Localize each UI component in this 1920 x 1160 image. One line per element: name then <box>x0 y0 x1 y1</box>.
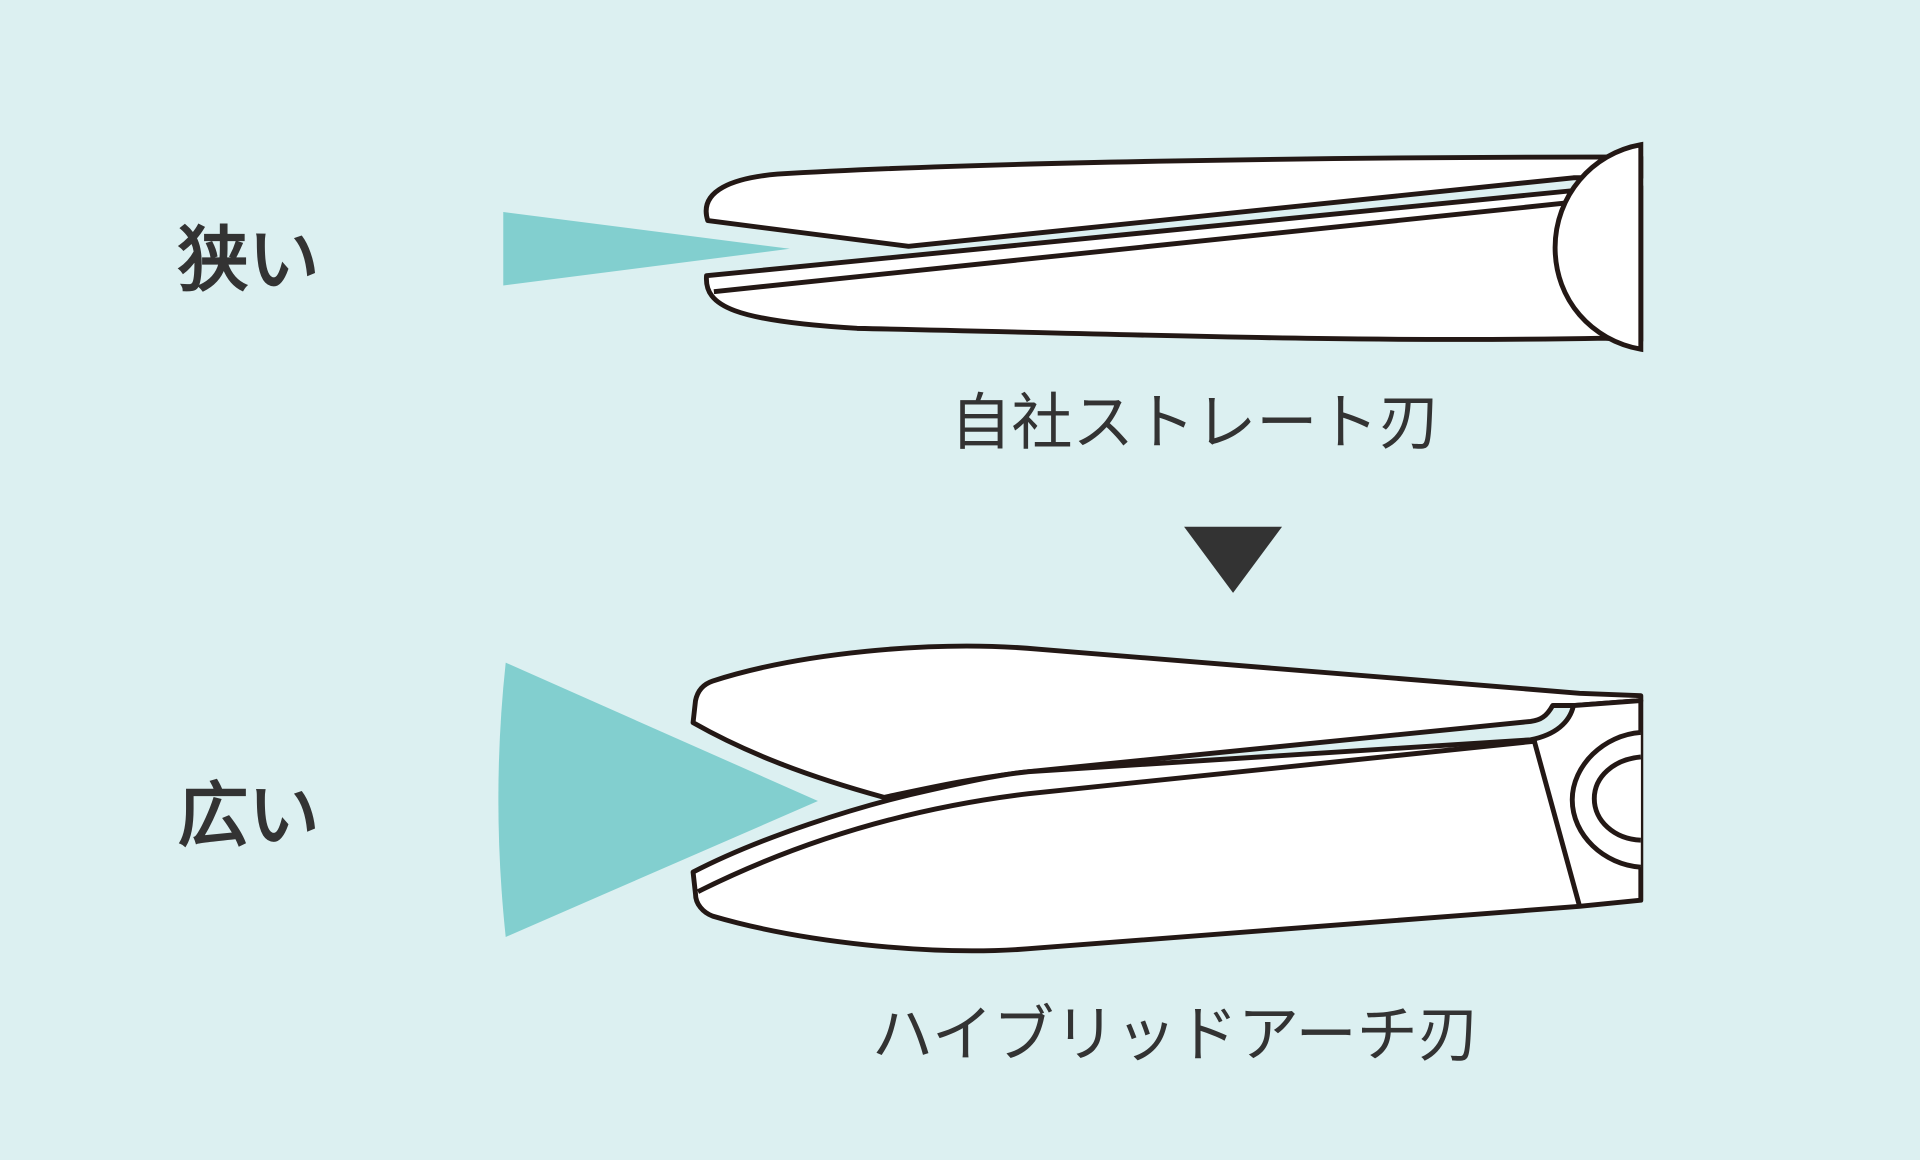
arch-blade-caption: ハイブリッドアーチ刃 <box>872 1000 1479 1071</box>
narrow-angle-wedge <box>503 212 790 286</box>
down-triangle-icon <box>1184 526 1283 593</box>
straight-blade-group: 狭い 自社ストレート刃 <box>178 141 1644 458</box>
arch-blade-pivot-inner <box>1591 754 1642 843</box>
wide-angle-wedge <box>498 662 818 937</box>
arch-blade-group: 広い ハイブリッドアーチ刃 <box>178 643 1644 1071</box>
straight-blade-upper-jaw <box>703 154 1644 249</box>
wide-label: 広い <box>178 774 320 857</box>
narrow-label: 狭い <box>178 218 320 301</box>
arch-blade-lower-jaw <box>690 698 1644 954</box>
straight-blade-lower-jaw <box>704 183 1644 344</box>
arch-blade-upper-jaw <box>690 643 1644 800</box>
straight-blade-caption: 自社ストレート刃 <box>950 387 1440 458</box>
straight-blade-pivot <box>1552 141 1644 353</box>
